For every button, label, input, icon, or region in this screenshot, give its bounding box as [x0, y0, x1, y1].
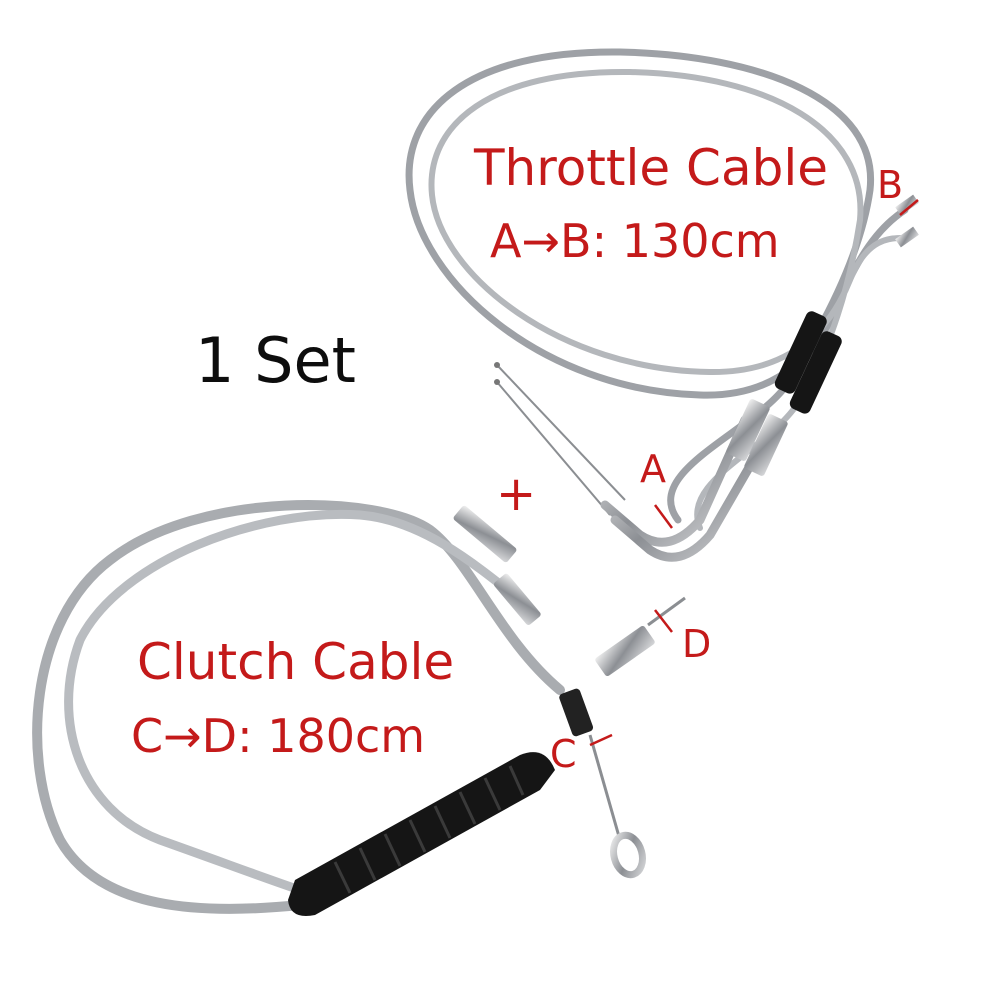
throttle-boot-2	[789, 331, 842, 414]
throttle-fitting-2	[744, 414, 788, 476]
throttle-inner-wire-2	[496, 381, 611, 516]
throttle-elbow-tube-2	[610, 435, 770, 562]
clutch-boot-ribs	[333, 765, 525, 894]
clutch-inner-wire	[588, 734, 622, 841]
clutch-cable-loop-inner	[64, 509, 525, 895]
throttle-inner-wire-1	[496, 364, 626, 501]
clutch-fitting-c	[559, 688, 594, 737]
point-b-label: B	[877, 163, 904, 207]
point-d-label: D	[682, 622, 712, 666]
clutch-cable	[32, 500, 686, 916]
throttle-elbow-tube-1	[600, 415, 750, 547]
plus-sign: +	[496, 466, 537, 522]
clutch-cable-title: Clutch Cable	[137, 633, 455, 691]
marker-d-tick	[654, 609, 673, 633]
clutch-eyelet	[610, 831, 646, 879]
point-c-label: C	[550, 732, 577, 776]
marker-c-tick	[589, 733, 613, 747]
throttle-end-fitting-b	[895, 194, 919, 216]
clutch-cable-length: C→D: 180cm	[131, 709, 426, 763]
throttle-cable-length: A→B: 130cm	[490, 214, 780, 268]
marker-a-tick	[653, 504, 674, 529]
throttle-cable-title: Throttle Cable	[474, 139, 828, 197]
clutch-fitting-mid	[493, 573, 541, 626]
clutch-fitting-end-d	[595, 625, 655, 677]
set-label: 1 Set	[195, 324, 356, 397]
throttle-cable	[405, 48, 919, 562]
throttle-wire-end-2	[494, 379, 500, 385]
measurement-markers	[589, 199, 919, 747]
marker-b-tick	[899, 199, 919, 216]
clutch-wire-end-d	[647, 596, 686, 627]
clutch-fitting-upper	[453, 505, 517, 563]
point-a-label: A	[640, 447, 666, 491]
throttle-fitting-1	[726, 399, 770, 461]
throttle-wire-end-1	[494, 362, 500, 368]
clutch-boot	[288, 752, 555, 916]
throttle-boot-1	[774, 311, 827, 394]
throttle-end-fitting-b2	[895, 226, 919, 248]
